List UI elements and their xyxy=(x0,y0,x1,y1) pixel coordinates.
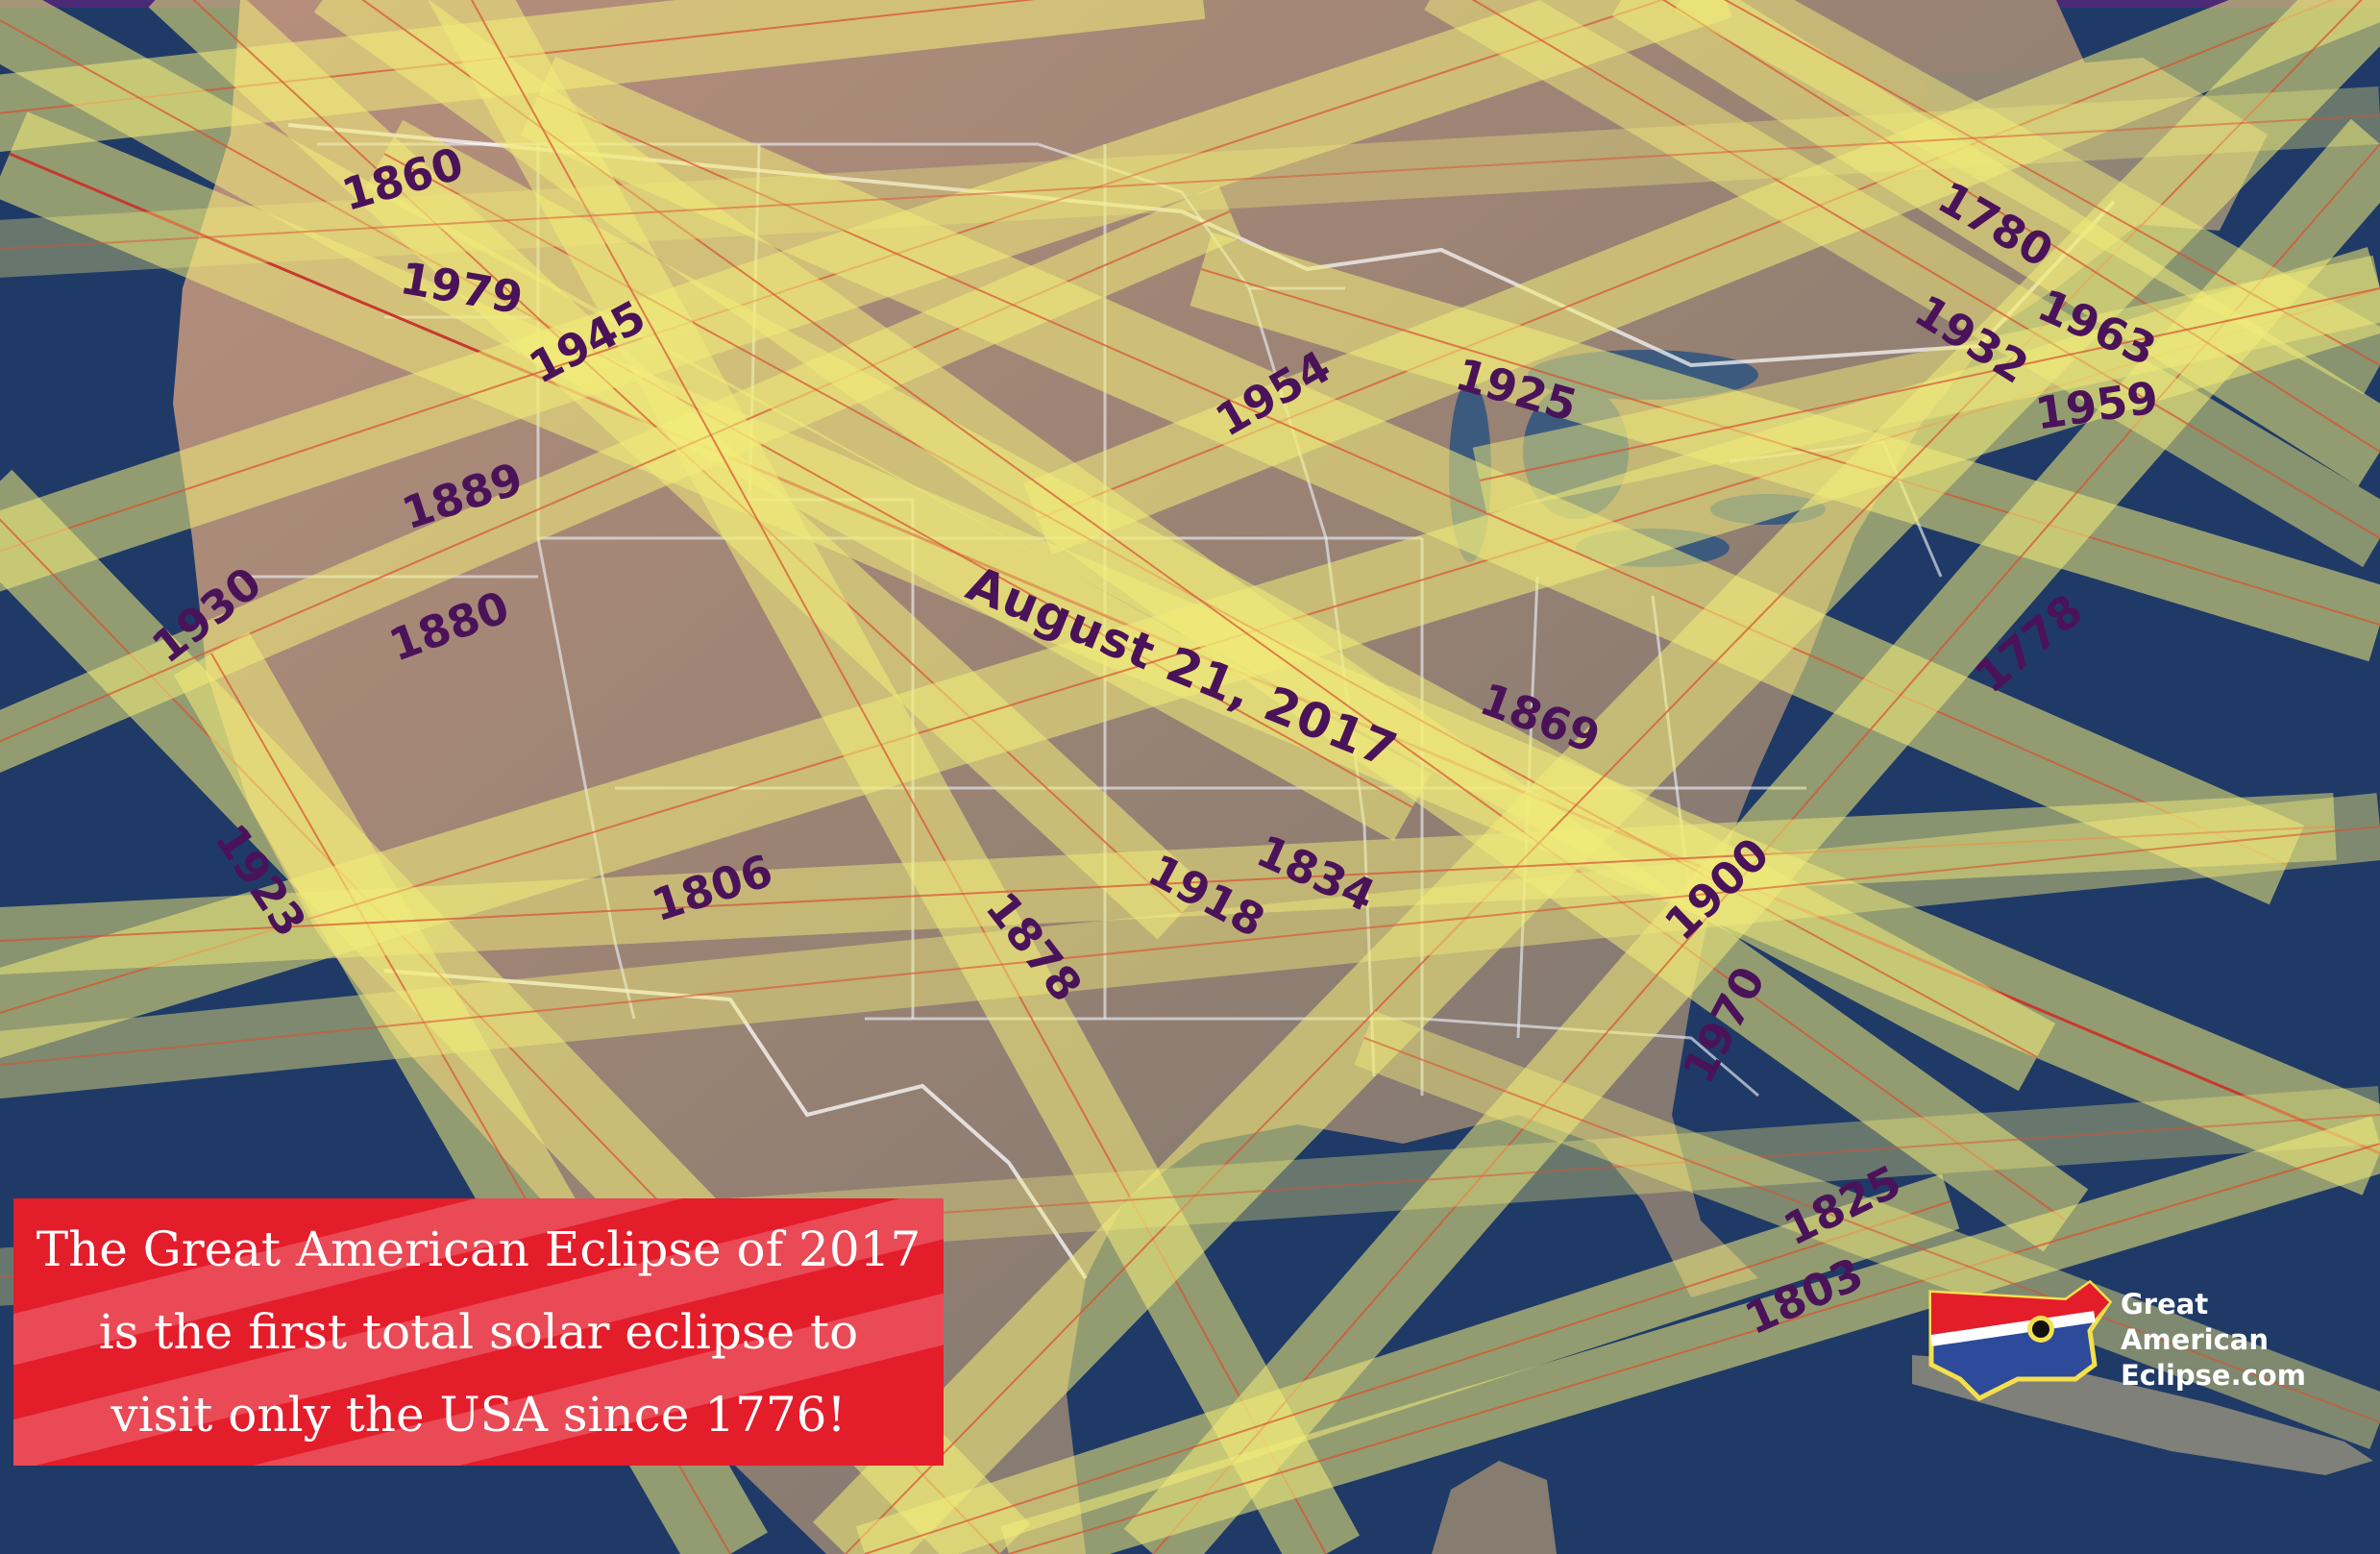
cuba-land xyxy=(1912,1355,2373,1475)
path-band-extra-north xyxy=(0,86,2380,278)
path-band-1803 xyxy=(1000,1116,2380,1554)
path-band-1959 xyxy=(1472,255,2380,514)
path-band-extra-gulf xyxy=(1354,1010,2380,1450)
usa-eclipse-flag-icon xyxy=(1928,1279,2113,1402)
banner-line-1: The Great American Eclipse of 2017 xyxy=(36,1221,921,1277)
path-band-1825 xyxy=(855,1173,1960,1554)
logo-line-3: Eclipse.com xyxy=(2121,1359,2306,1392)
yucatan-land xyxy=(1432,1461,1557,1554)
logo-line-2: American xyxy=(2121,1323,2269,1356)
path-band-1869 xyxy=(520,56,2305,905)
banner-line-2: is the first total solar eclipse to xyxy=(98,1304,859,1360)
path-band-1780 xyxy=(1611,0,2380,486)
us-mexico-border xyxy=(383,969,1088,1280)
path-band-1932 xyxy=(1424,0,2380,568)
path-band-extra-west xyxy=(0,793,2380,1099)
logo-line-1: Great xyxy=(2121,1288,2209,1320)
path-band-1918 xyxy=(313,0,2089,1252)
banner-line-3: visit only the USA since 1776! xyxy=(110,1387,846,1443)
path-band-1878 xyxy=(428,0,1361,1554)
path-band-1778 xyxy=(0,793,2337,975)
headline-banner: The Great American Eclipse of 2017 is th… xyxy=(13,1198,944,1466)
great-american-eclipse-logo: Great American Eclipse.com xyxy=(1922,1273,2306,1408)
